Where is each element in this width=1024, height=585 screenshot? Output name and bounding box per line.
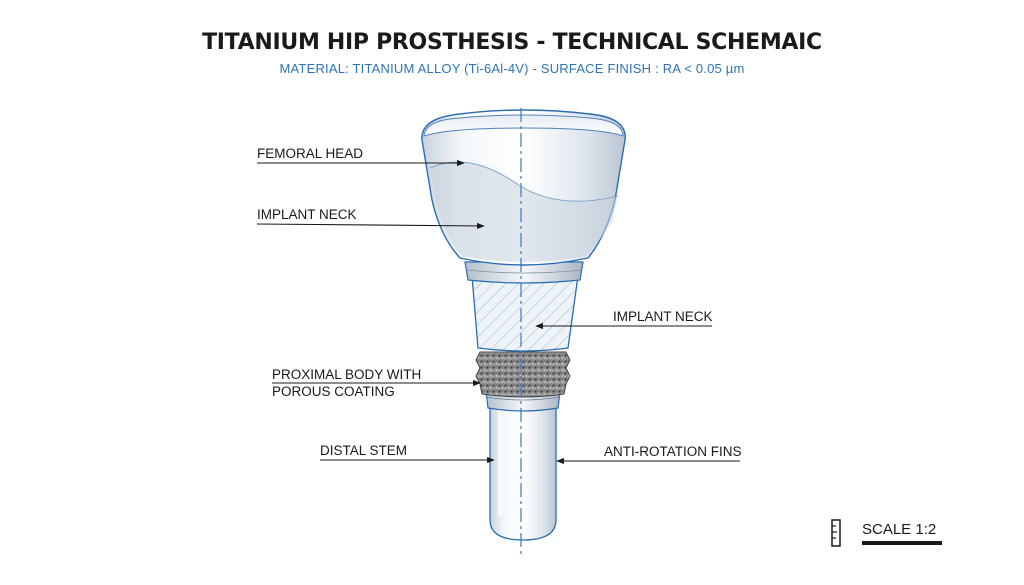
distal-stem: [489, 403, 557, 541]
femoral-head: [421, 109, 626, 266]
scale-indicator: SCALE 1:2: [830, 518, 942, 548]
leader-lines: [256, 159, 740, 465]
label-proximal-body-line2: POROUS COATING: [272, 384, 395, 399]
diagram-title: TITANIUM HIP PROSTHESIS - TECHNICAL SCHE…: [202, 30, 822, 55]
scale-label: SCALE 1:2: [862, 521, 937, 538]
neck-rings: [464, 261, 584, 284]
ruler-icon: [831, 519, 841, 547]
label-femoral-head: FEMORAL HEAD: [257, 146, 364, 161]
hatched-neck-section: [471, 275, 579, 352]
label-implant-neck-left: IMPLANT NECK: [257, 207, 357, 222]
label-implant-neck-right: IMPLANT NECK: [613, 309, 713, 324]
diagram-subtitle: MATERIAL: TITANIUM ALLOY (Ti-6Al-4V) - S…: [279, 61, 745, 76]
label-anti-rotation-fins: ANTI-ROTATION FINS: [604, 444, 742, 459]
porous-coating: [475, 351, 571, 398]
scale-bar: [862, 541, 942, 545]
label-proximal-body-line1: PROXIMAL BODY WITH: [272, 367, 422, 382]
label-distal-stem: DISTAL STEM: [320, 443, 408, 458]
